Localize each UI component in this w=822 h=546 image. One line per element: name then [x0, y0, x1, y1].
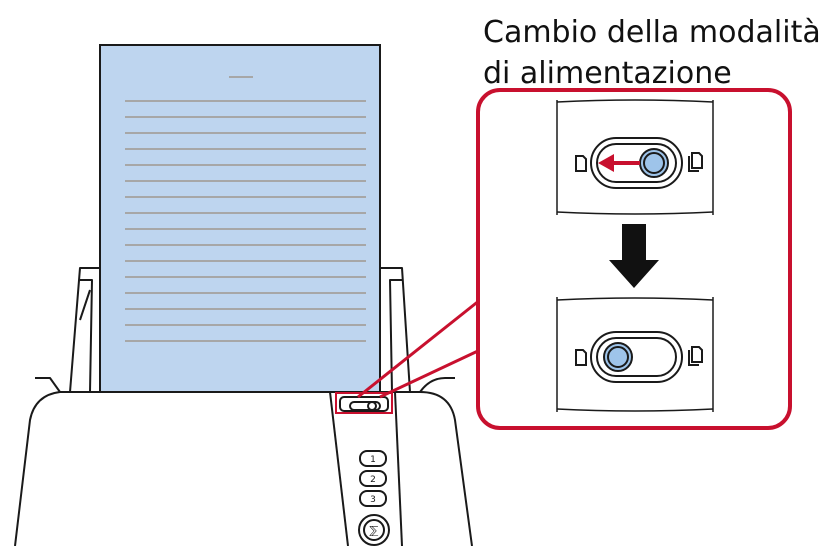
feed-mode-switch	[339, 396, 389, 412]
panel-button-1-label: 1	[370, 455, 376, 465]
caption-line-2: di alimentazione	[483, 56, 732, 91]
callout-box	[476, 88, 792, 430]
single-sheet-icon	[575, 155, 587, 172]
single-sheet-icon	[575, 349, 587, 366]
caption-line-1: Cambio della modalità	[483, 15, 821, 50]
multi-sheet-icon	[688, 346, 703, 366]
direction-arrow-icon	[598, 154, 640, 172]
panel-button-2: 2	[359, 470, 387, 487]
callout-leader	[335, 298, 481, 414]
switch-after	[575, 331, 703, 383]
panel-button-3-label: 3	[370, 495, 376, 505]
scan-button: ⅀	[358, 514, 390, 546]
feed-mode-caption: Cambio della modalità di alimentazione	[483, 12, 821, 94]
scan-button-icon: ⅀	[370, 524, 379, 537]
multi-sheet-icon	[688, 152, 703, 172]
down-arrow-icon	[609, 224, 659, 288]
paper-outline	[99, 44, 381, 393]
panel-button-3: 3	[359, 490, 387, 507]
panel-button-1: 1	[359, 450, 387, 467]
paper-text-lines	[125, 100, 366, 342]
panel-button-2-label: 2	[370, 475, 376, 485]
scanner-body	[14, 377, 473, 546]
operator-panel: 1 2 3 ⅀	[358, 450, 390, 546]
switch-panel-before	[556, 99, 714, 215]
paper-sheet	[99, 44, 381, 393]
switch-panel-after	[556, 297, 714, 412]
